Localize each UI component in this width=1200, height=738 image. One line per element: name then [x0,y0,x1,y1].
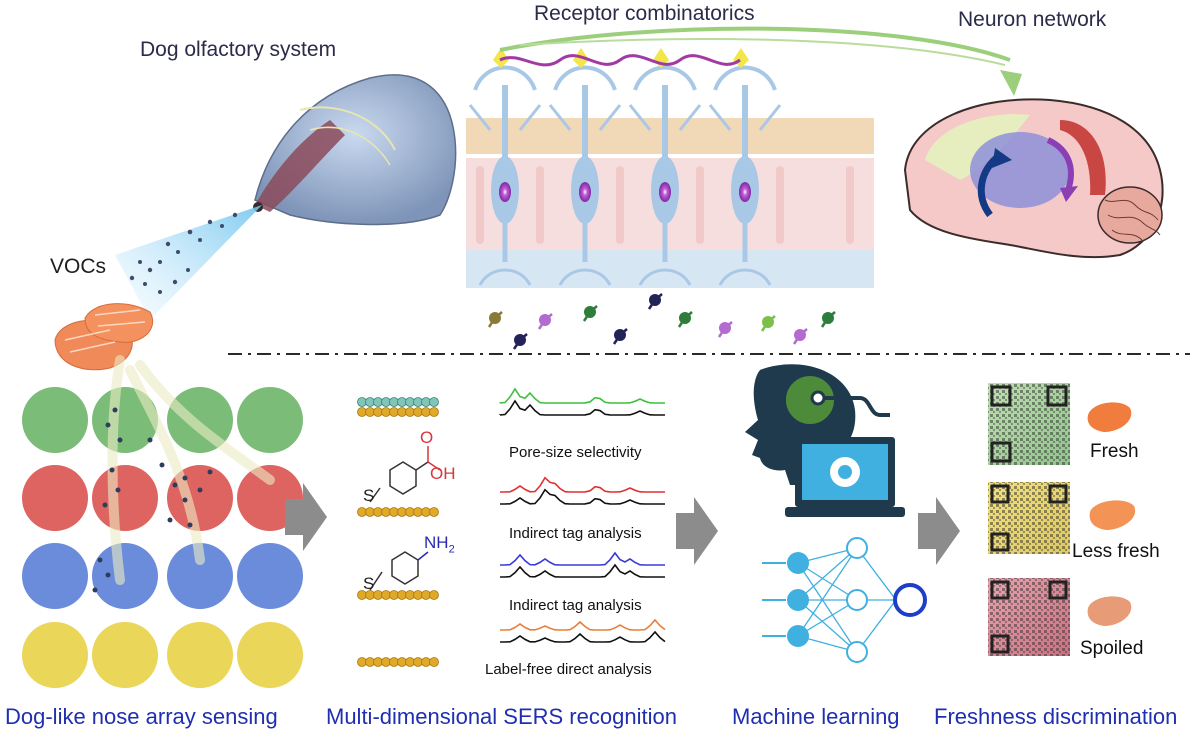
olfactory-neuron [548,48,622,286]
vocs-label: VOCs [50,255,107,278]
olfactory-neuron [628,48,702,286]
odorant-molecule [612,328,628,345]
process-arrow [676,497,718,565]
qr-code-fresh [988,383,1070,465]
nn-edge [797,562,858,653]
dog-head-illustration [253,74,457,226]
mba-molecule [369,446,441,503]
qr-code-less-fresh [988,482,1070,554]
voc-flow-streams [107,355,275,585]
sensor-spot [237,543,303,609]
sensor-spot [237,387,303,453]
nn-hidden-node [846,589,868,611]
sensor-array [22,387,303,688]
sensor-spot [167,543,233,609]
odorant-molecule [512,333,528,350]
odorant-molecule [487,311,503,328]
gold-substrate [357,590,439,600]
freshness-level-fresh: Fresh [1090,441,1139,462]
sensor-spot [22,543,88,609]
qr-code-spoiled [988,578,1070,656]
spectrum-pore-size [499,387,665,416]
nn-output-node [893,583,927,617]
flow-arrows [285,483,960,565]
nn-edge [797,562,858,601]
caption-machine-learning: Machine learning [732,704,900,729]
odorant-molecule [677,311,693,328]
olfactory-neuron [468,48,542,286]
receptor-combinatorics-label: Receptor combinatorics [534,2,755,25]
dog-olfactory-system-label: Dog olfactory system [140,38,337,61]
spectrum-label-label-free: Label-free direct analysis [485,661,652,678]
spectrum-label-indirect-tag-2: Indirect tag analysis [509,597,642,614]
sers-substrates [357,397,439,667]
odorant-molecules [487,293,836,350]
brain-illustration [903,98,1164,259]
nn-hidden-node [846,641,868,663]
atp-molecule [369,551,429,591]
neuron-connection-arrow [499,26,1022,96]
sensor-spot [22,622,88,688]
process-arrow [918,497,960,565]
gold-substrate [357,657,439,667]
scent-beam [115,205,262,320]
odorant-molecule [792,328,808,345]
freshness-level-less-fresh: Less fresh [1072,541,1160,562]
process-arrow [285,483,327,551]
nn-hidden-node [846,537,868,559]
chem-oh: OH [430,464,456,483]
olfactory-neurons [468,48,782,286]
gold-substrate [357,397,439,417]
salmon-fillet-fresh [1087,402,1132,432]
nn-edge [797,599,858,653]
odorant-molecule [760,315,776,332]
chem-o: O [420,428,434,447]
nn-input-node [787,552,809,574]
spectrum-label-free [499,618,666,643]
odorant-molecule [820,311,836,328]
sensor-spot [237,622,303,688]
spectrum-indirect-tag-1 [499,476,665,505]
odorant-molecule [717,321,733,338]
odorant-molecule [647,293,663,310]
salmon-samples [54,303,154,371]
chem-nh2: NH2 [424,533,455,556]
chem-s-mba: S [363,486,375,505]
odorant-molecule [582,305,598,322]
neural-network-icon [762,537,927,663]
freshness-level-spoiled: Spoiled [1080,638,1144,659]
nn-edge [797,547,858,637]
spectrum-label-indirect-tag-1: Indirect tag analysis [509,525,642,542]
nn-input-node [787,625,809,647]
spectrum-indirect-tag-2 [499,551,665,578]
neuron-network-label: Neuron network [958,8,1107,31]
salmon-fillet-spoiled [1087,596,1132,626]
caption-freshness-discrimination: Freshness discrimination [934,704,1178,729]
caption-sers-recognition: Multi-dimensional SERS recognition [326,704,677,729]
gold-substrate [357,507,439,517]
caption-array-sensing: Dog-like nose array sensing [5,704,278,729]
odorant-molecule [537,313,553,330]
sensor-spot [167,622,233,688]
sensor-spot [22,387,88,453]
sers-spectra [499,387,666,643]
spectrum-label-pore-size: Pore-size selectivity [509,444,642,461]
olfactory-neuron [708,48,782,286]
voc-particles-array [92,407,213,593]
sensor-spot [92,465,158,531]
chem-s-atp: S [363,574,375,593]
sensor-spot [92,543,158,609]
salmon-fillet-less-fresh [1089,500,1136,530]
sensor-spot [22,465,88,531]
nn-edge [797,599,858,637]
nn-input-node [787,589,809,611]
ml-laptop-icon [785,437,905,517]
sensor-spot [92,622,158,688]
nn-edge [797,547,858,601]
